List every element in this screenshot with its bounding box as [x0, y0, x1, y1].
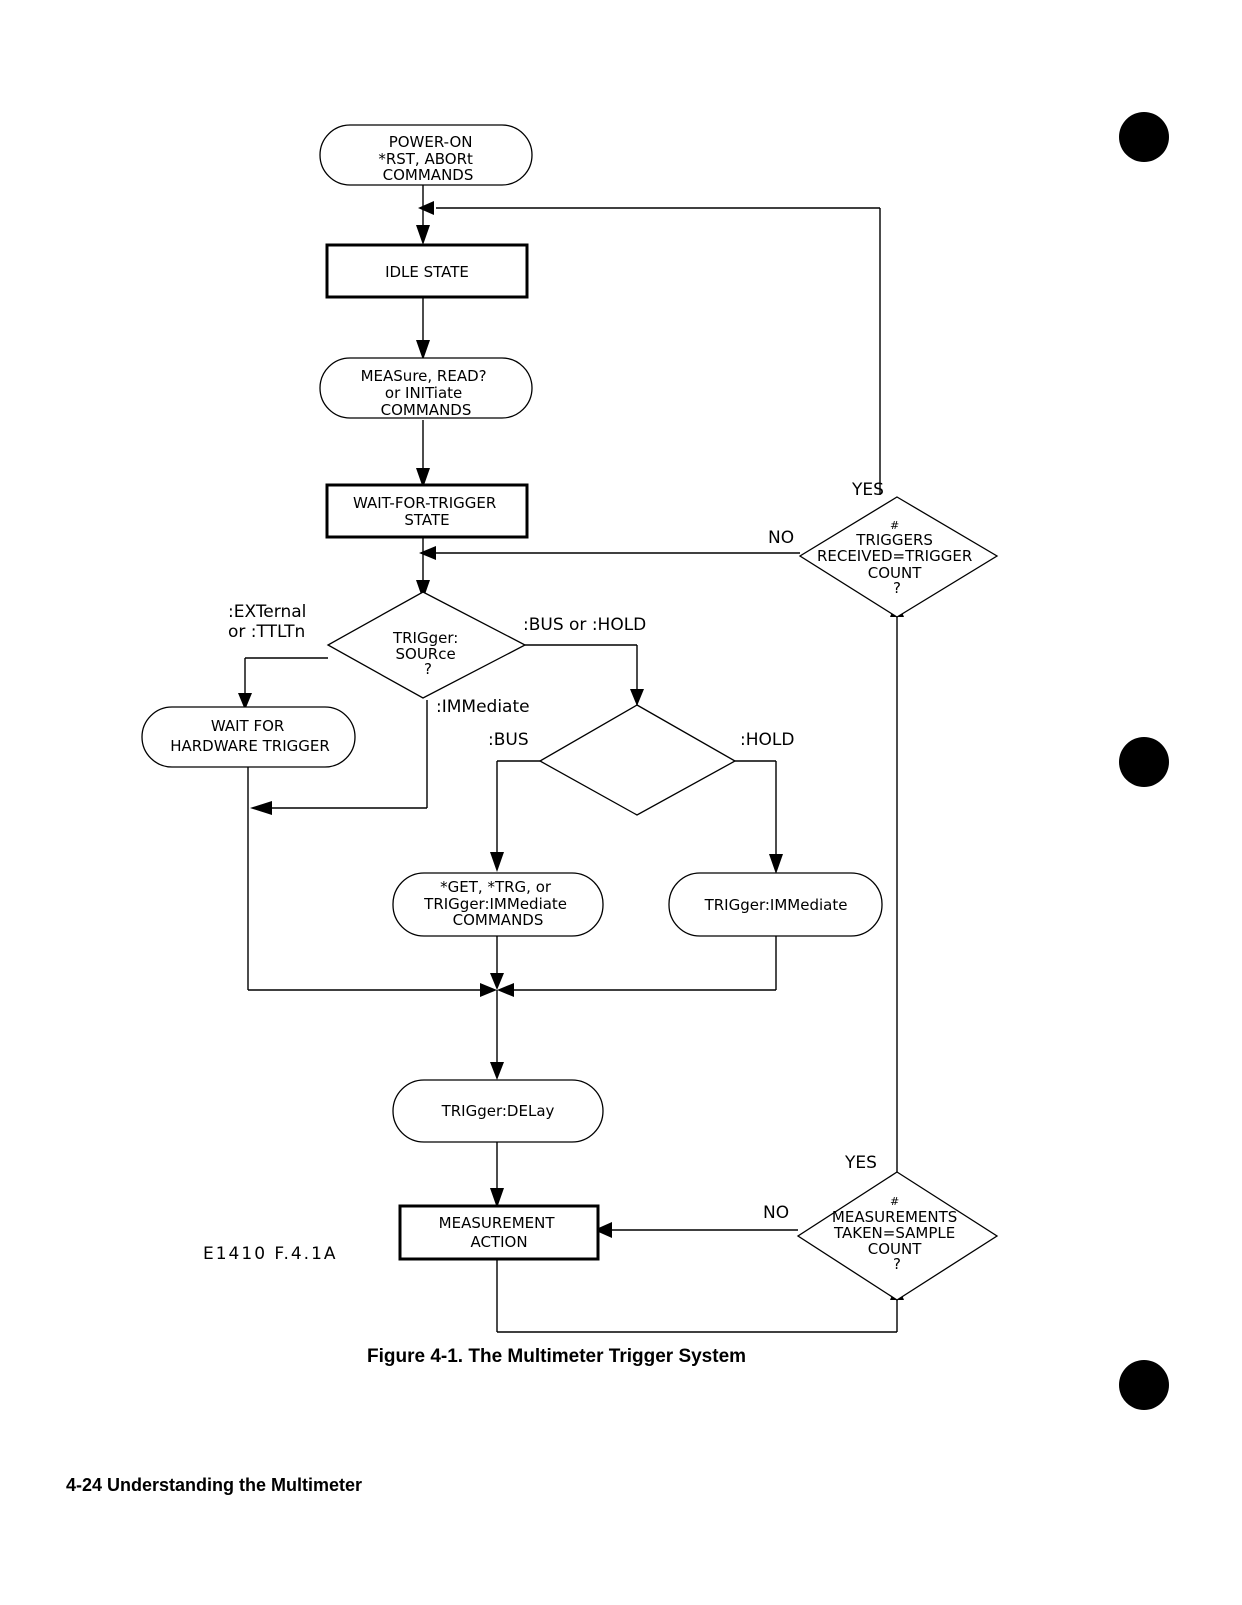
- trigger-delay-text: TRIGger:DELay: [441, 1102, 555, 1120]
- arrow-left-immediate: [250, 801, 272, 815]
- punch-hole-bottom: [1119, 1360, 1169, 1410]
- measure-commands-text: MEASure, READ? or INITiate COMMANDS: [361, 367, 492, 419]
- get-trg-commands-terminal: [392, 872, 604, 937]
- wait-hardware-trigger-terminal: [141, 706, 356, 768]
- arrow-right-junction: [480, 983, 497, 997]
- hold-label: :HOLD: [740, 730, 794, 750]
- trigger-immediate-text: TRIGger:IMMediate: [704, 896, 848, 914]
- figure-code: E1410 F.4.1A: [203, 1244, 338, 1264]
- arrow-down-junction: [490, 973, 504, 990]
- measurement-action-box: [398, 1204, 600, 1261]
- measurements-decision: [796, 1171, 999, 1301]
- idle-state-box: [325, 243, 529, 299]
- arrow-down-delay: [490, 1062, 504, 1080]
- triggers-decision: [798, 496, 999, 618]
- trigger-source-text: TRIGger: SOURce ?: [392, 629, 463, 678]
- punch-hole-top: [1119, 112, 1169, 162]
- arrow-down-action: [490, 1188, 504, 1208]
- connectors: [244, 185, 898, 1333]
- measure-commands-terminal: [319, 357, 533, 419]
- figure-caption: Figure 4-1. The Multimeter Trigger Syste…: [367, 1346, 746, 1367]
- punch-hole-middle: [1119, 737, 1169, 787]
- wait-for-trigger-text: WAIT-FOR-TRIGGER STATE: [353, 494, 501, 529]
- idle-state-text: IDLE STATE: [385, 263, 469, 281]
- arrow-down-measure: [416, 340, 430, 360]
- yes-top-label: YES: [851, 480, 884, 500]
- bus-or-hold-label: :BUS or :HOLD: [523, 615, 646, 635]
- triggers-decision-text: # TRIGGERS RECEIVED=TRIGGER COUNT ?: [817, 515, 977, 597]
- arrow-left-junction: [497, 983, 514, 997]
- arrow-left-no-bottom: [594, 1222, 612, 1238]
- yes-bottom-label: YES: [844, 1153, 877, 1173]
- arrow-down-hold: [769, 854, 783, 874]
- bus-hold-decision: [538, 704, 737, 816]
- arrow-left-no-top: [419, 546, 436, 560]
- arrow-down-source: [416, 580, 430, 600]
- get-trg-commands-text: *GET, *TRG, or TRIGger:IMMediate COMMAND…: [423, 878, 572, 929]
- no-top-label: NO: [768, 528, 794, 548]
- page-footer: 4-24 Understanding the Multimeter: [66, 1475, 362, 1495]
- arrow-down-wait: [416, 468, 430, 488]
- wait-hardware-text: WAIT FOR HARDWARE TRIGGER: [170, 717, 330, 755]
- power-on-text: POWER-ON *RST, ABORt COMMANDS: [378, 133, 477, 184]
- arrow-left-loop-top: [418, 201, 434, 215]
- wait-for-trigger-state-box: [325, 483, 529, 539]
- immediate-label: :IMMediate: [436, 697, 530, 717]
- external-label: :EXTernal or :TTLTn: [228, 602, 312, 642]
- arrow-down-bushold: [630, 689, 644, 706]
- trigger-immediate-terminal: [668, 872, 883, 937]
- power-on-terminal: [319, 124, 533, 186]
- trigger-source-decision: [326, 591, 527, 699]
- measurement-action-text: MEASUREMENT ACTION: [439, 1214, 560, 1251]
- arrow-down-bus: [490, 852, 504, 872]
- trigger-delay-terminal: [392, 1079, 604, 1143]
- arrow-down-hw: [238, 693, 252, 710]
- no-bottom-label: NO: [763, 1203, 789, 1223]
- arrow-down-idle: [416, 225, 430, 245]
- bus-label: :BUS: [488, 730, 529, 750]
- measurements-decision-text: # MEASUREMENTS TAKEN=SAMPLE COUNT ?: [832, 1191, 962, 1273]
